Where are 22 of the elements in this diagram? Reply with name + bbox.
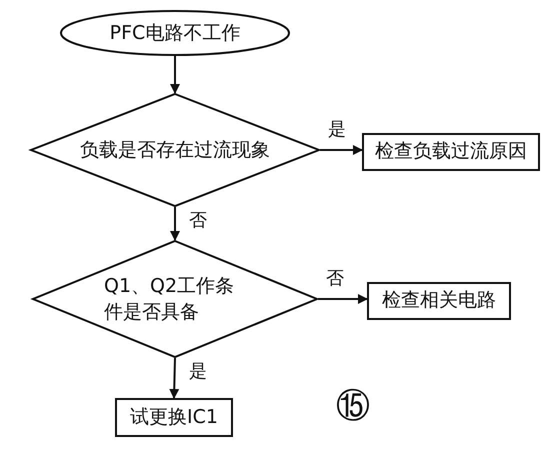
arrow bbox=[318, 294, 368, 304]
process-box bbox=[362, 133, 540, 171]
decision-diamond bbox=[32, 240, 318, 358]
decision-diamond bbox=[30, 93, 320, 207]
start-ellipse bbox=[60, 10, 290, 56]
arrow bbox=[320, 145, 363, 155]
edge-label: 否 bbox=[189, 211, 207, 231]
arrow bbox=[170, 56, 180, 94]
node-text: Q1、Q2工作条件是否具备 bbox=[104, 274, 236, 325]
arrow bbox=[169, 358, 180, 399]
edge-label: 否 bbox=[326, 269, 344, 289]
node-text: 检查负载过流原因 bbox=[374, 139, 528, 164]
arrow bbox=[170, 207, 180, 241]
node-text: 检查相关电路 bbox=[381, 288, 497, 313]
process-box bbox=[367, 282, 511, 320]
figure-number: ⑮ bbox=[336, 388, 370, 424]
edge-label: 是 bbox=[328, 120, 346, 140]
node-text: 试更换IC1 bbox=[129, 405, 219, 430]
edge-label: 是 bbox=[189, 362, 207, 382]
node-text: PFC电路不工作 bbox=[108, 21, 242, 46]
node-text: 负载是否存在过流现象 bbox=[79, 138, 271, 163]
process-box bbox=[115, 398, 233, 437]
